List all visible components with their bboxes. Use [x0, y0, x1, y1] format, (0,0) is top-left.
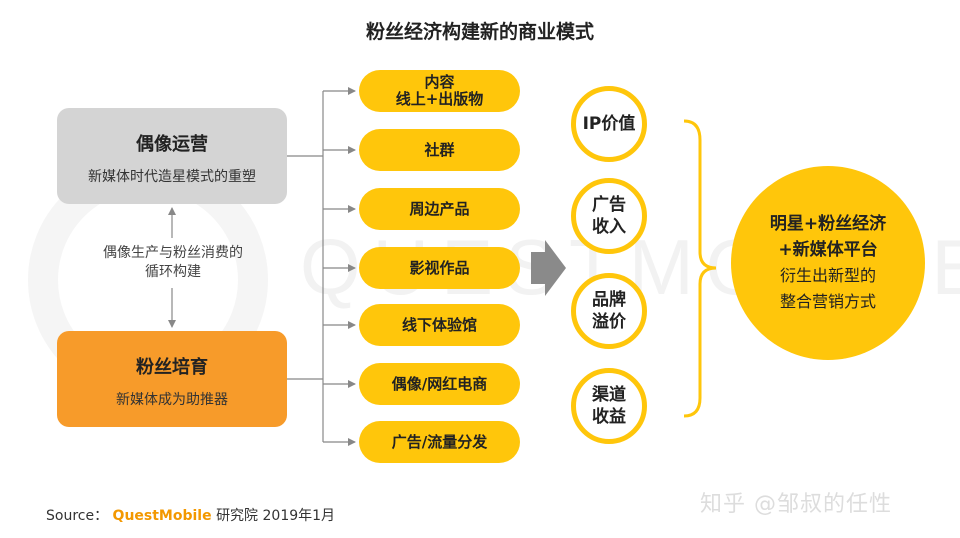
cycle-label: 偶像生产与粉丝消费的 循环构建 [60, 244, 286, 282]
value-circle: 品牌 溢价 [571, 273, 647, 349]
result-line2: +新媒体平台 [778, 240, 878, 260]
channel-label: 社群 [424, 140, 455, 159]
zhihu-watermark: 知乎 @邹叔的任性 [700, 492, 892, 517]
channel-label: 周边产品 [409, 199, 470, 218]
value-circle: 渠道 收益 [571, 368, 647, 444]
idol-operation-title: 偶像运营 [136, 134, 208, 155]
channel-pill: 内容 线上+出版物 [359, 70, 520, 112]
fan-cultivation-title: 粉丝培育 [136, 357, 208, 378]
value-circle: IP价值 [571, 86, 647, 162]
channel-pill: 周边产品 [359, 188, 520, 230]
idol-operation-box: 偶像运营 新媒体时代造星模式的重塑 [57, 108, 287, 204]
bracket [683, 119, 717, 418]
page-title: 粉丝经济构建新的商业模式 [365, 21, 594, 43]
channel-label: 线下体验馆 [401, 315, 477, 334]
source-brand: QuestMobile [112, 508, 212, 524]
channel-pill: 影视作品 [359, 247, 520, 289]
channel-pill: 偶像/网红电商 [359, 363, 520, 405]
result-line4: 整合营销方式 [779, 292, 876, 311]
flow-arrow [531, 240, 566, 296]
result-line3: 衍生出新型的 [779, 266, 876, 285]
value-sublabel: 溢价 [592, 312, 626, 332]
source-prefix: Source： [46, 508, 109, 524]
source-note: Source： QuestMobile 研究院 2019年1月 [46, 505, 335, 525]
channel-sublabel: 线上+出版物 [395, 90, 484, 108]
cycle-label-line2: 循环构建 [145, 264, 201, 280]
source-suffix: 研究院 2019年1月 [216, 508, 336, 524]
fan-cultivation-subtitle: 新媒体成为助推器 [116, 392, 228, 408]
value-label: IP价值 [582, 114, 636, 134]
value-label: 广告 [592, 195, 626, 215]
channel-pill: 广告/流量分发 [359, 421, 520, 463]
channel-label: 内容 [424, 73, 455, 91]
value-sublabel: 收益 [592, 407, 626, 427]
channel-pill: 社群 [359, 129, 520, 171]
result-line1: 明星+粉丝经济 [769, 214, 887, 234]
value-circle: 广告 收入 [571, 178, 647, 254]
result-circle: 明星+粉丝经济 +新媒体平台 衍生出新型的 整合营销方式 [731, 166, 925, 360]
value-label: 渠道 [592, 385, 626, 405]
channel-label: 偶像/网红电商 [391, 374, 488, 393]
cycle-label-line1: 偶像生产与粉丝消费的 [103, 245, 243, 261]
value-sublabel: 收入 [592, 217, 626, 237]
fan-cultivation-box: 粉丝培育 新媒体成为助推器 [57, 331, 287, 427]
channel-label: 影视作品 [409, 258, 470, 277]
channel-label: 广告/流量分发 [391, 432, 488, 451]
channel-pill: 线下体验馆 [359, 304, 520, 346]
value-label: 品牌 [592, 290, 626, 310]
idol-operation-subtitle: 新媒体时代造星模式的重塑 [88, 169, 256, 185]
